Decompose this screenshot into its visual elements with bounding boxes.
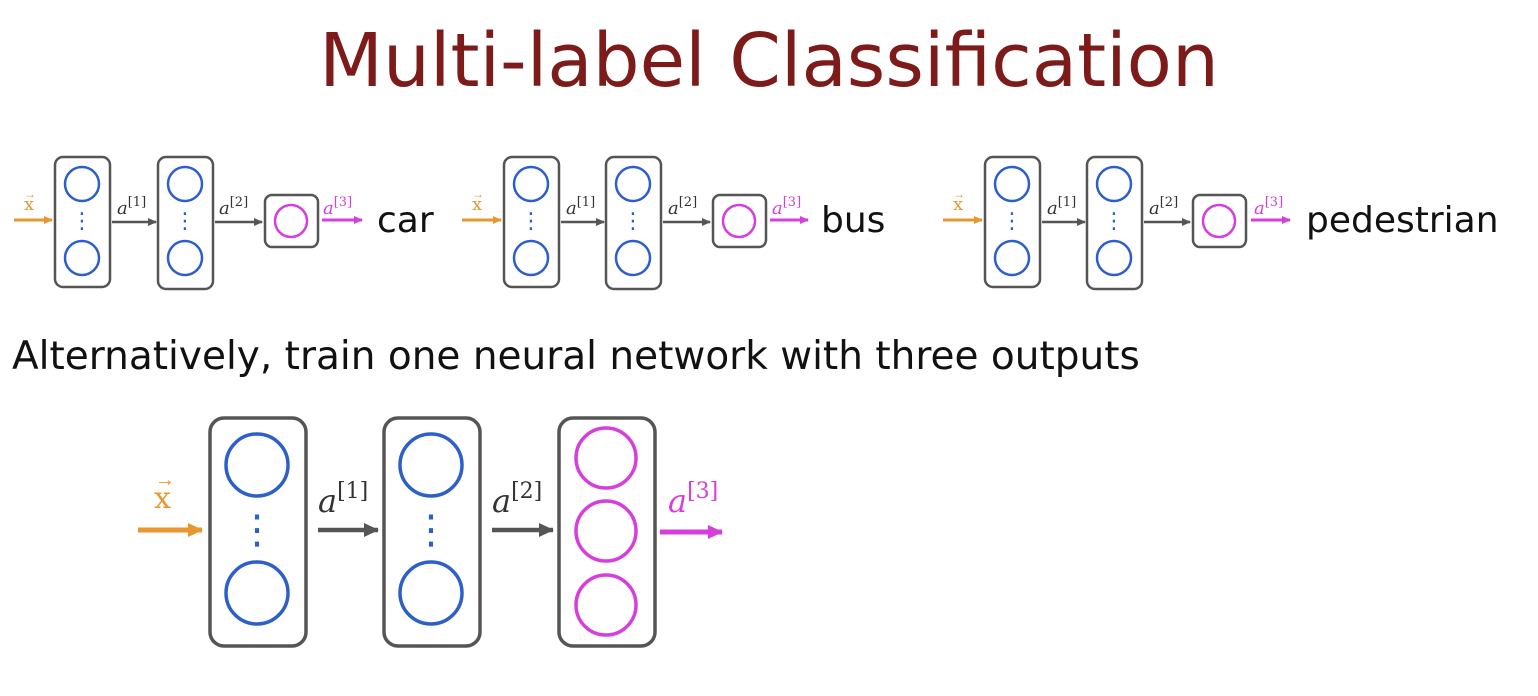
hidden-layer-1-box: [502, 155, 561, 289]
hidden-neuron: [614, 165, 652, 203]
neuron-ellipsis: ⋮: [1103, 208, 1125, 233]
hidden-neuron: [614, 239, 652, 277]
hidden-neuron: [1095, 239, 1133, 277]
network-three-outputs: x → ⋮ a[1] ⋮ a[2] a[3]: [138, 416, 723, 648]
output-label-car: car: [377, 200, 434, 241]
input-x-label: x: [472, 194, 482, 215]
output-neuron: [574, 573, 638, 637]
output-neuron: [574, 426, 638, 490]
neuron-ellipsis: ⋮: [622, 208, 644, 233]
hidden-neuron: [63, 239, 101, 277]
vector-arrow-icon: →: [953, 187, 965, 201]
hidden-neuron: [166, 239, 204, 277]
network-car: x → ⋮ a[1] ⋮ a[2] a[3] car: [14, 155, 434, 291]
activation-1-label: a[1]: [1047, 195, 1076, 219]
activation-3-label: a[3]: [668, 479, 718, 520]
hidden-neuron: [993, 239, 1031, 277]
activation-2-label: a[2]: [1149, 195, 1178, 219]
activation-2-label: a[2]: [219, 195, 248, 219]
vector-arrow-icon: →: [155, 469, 175, 491]
activation-2-label: a[2]: [668, 195, 697, 219]
hidden-neuron: [512, 239, 550, 277]
hidden-layer-1-box: [53, 155, 112, 289]
output-label-pedestrian: pedestrian: [1306, 200, 1499, 241]
hidden-layer-2-box: [156, 155, 215, 291]
neuron-ellipsis: ⋮: [520, 208, 542, 233]
activation-3-label: a[3]: [323, 195, 352, 219]
hidden-neuron: [993, 165, 1031, 203]
neuron-ellipsis: ⋮: [174, 208, 196, 233]
activation-1-label: a[1]: [566, 195, 595, 219]
vector-arrow-icon: →: [472, 187, 484, 201]
activation-1-label: a[1]: [117, 195, 146, 219]
hidden-neuron: [63, 165, 101, 203]
neuron-ellipsis: ⋮: [1001, 208, 1023, 233]
activation-1-label: a[1]: [318, 479, 368, 520]
network-bus: x → ⋮ a[1] ⋮ a[2] a[3] bus: [462, 155, 885, 291]
slide-subtitle: Alternatively, train one neural network …: [12, 334, 1140, 379]
output-layer-box: [263, 193, 320, 249]
hidden-neuron: [224, 560, 290, 626]
output-neuron: [1201, 203, 1237, 239]
output-label-bus: bus: [821, 200, 885, 241]
hidden-layer-2-box: [382, 416, 482, 648]
hidden-neuron: [166, 165, 204, 203]
hidden-neuron: [224, 432, 290, 498]
activation-3-label: a[3]: [772, 195, 801, 219]
hidden-layer-2-box: [1085, 155, 1144, 291]
activation-3-label: a[3]: [1254, 195, 1283, 219]
output-neuron: [574, 499, 638, 563]
output-layer-box: [1191, 193, 1248, 249]
hidden-layer-2-box: [604, 155, 663, 291]
hidden-neuron: [512, 165, 550, 203]
hidden-neuron: [398, 560, 464, 626]
slide-title: Multi-label Classification: [319, 18, 1219, 104]
neuron-ellipsis: ⋮: [411, 508, 451, 552]
output-neuron: [273, 203, 309, 239]
activation-2-label: a[2]: [492, 479, 542, 520]
hidden-neuron: [1095, 165, 1133, 203]
vector-arrow-icon: →: [24, 187, 36, 201]
hidden-layer-1-box: [983, 155, 1042, 289]
output-neuron: [721, 203, 757, 239]
neuron-ellipsis: ⋮: [237, 508, 277, 552]
hidden-layer-1-box: [208, 416, 308, 648]
hidden-neuron: [398, 432, 464, 498]
input-x-label: x: [154, 481, 171, 516]
network-pedestrian: x → ⋮ a[1] ⋮ a[2] a[3] pedestrian: [943, 155, 1499, 291]
output-layer-box: [557, 416, 657, 648]
input-x-label: x: [24, 194, 34, 215]
output-layer-box: [711, 193, 768, 249]
neuron-ellipsis: ⋮: [71, 208, 93, 233]
input-x-label: x: [953, 194, 963, 215]
